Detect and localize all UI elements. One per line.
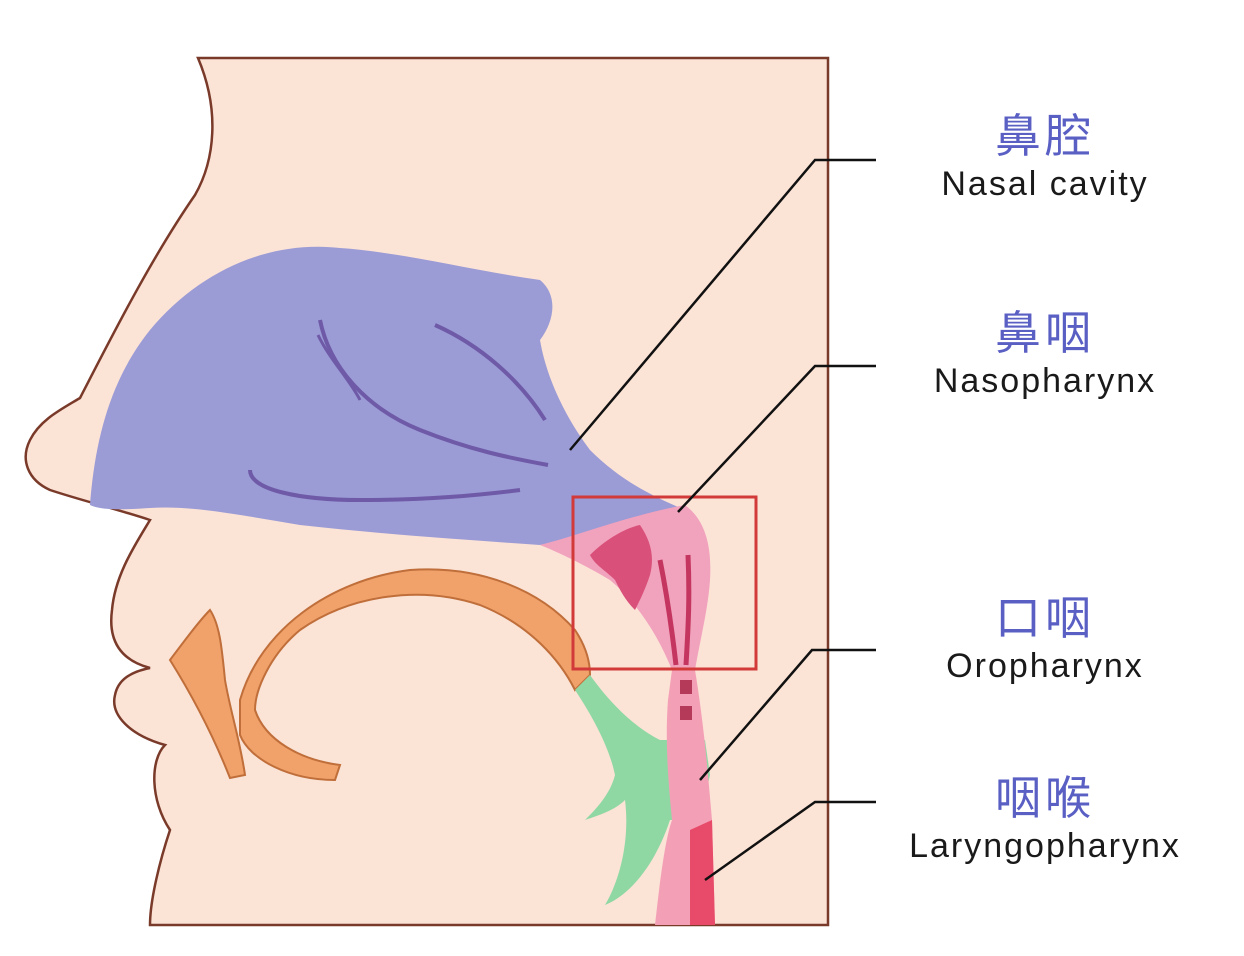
uvula-structure — [590, 525, 652, 610]
label-nasal-cavity: 鼻腔 Nasal cavity — [875, 108, 1215, 204]
label-nasopharynx-en: Nasopharynx — [933, 362, 1157, 400]
label-nasal-cavity-zh: 鼻腔 — [995, 109, 1095, 163]
nasal-turbinate-3 — [248, 469, 521, 503]
label-laryngopharynx: 咽喉 Laryngopharynx — [875, 770, 1215, 866]
leader-line-nasal-cavity — [569, 158, 876, 451]
label-oropharynx-zh: 口咽 — [995, 591, 1095, 645]
oropharynx-region — [575, 675, 710, 905]
label-nasopharynx-zh: 鼻咽 — [995, 306, 1095, 360]
lip-mandible — [168, 608, 247, 780]
nasal-turbinate-1 — [318, 319, 549, 467]
label-nasal-cavity-en: Nasal cavity — [941, 165, 1149, 203]
laryngopharynx-region — [690, 820, 715, 925]
leader-line-oropharynx — [699, 648, 876, 781]
leader-line-laryngopharynx — [704, 800, 876, 882]
larynx-marker-1 — [680, 680, 692, 694]
leader-line-nasopharynx — [677, 364, 876, 513]
label-oropharynx-en: Oropharynx — [946, 647, 1144, 685]
label-laryngopharynx-zh: 咽喉 — [995, 771, 1095, 825]
label-laryngopharynx-en: Laryngopharynx — [909, 827, 1181, 865]
nasal-cavity-region — [90, 246, 685, 545]
label-oropharynx: 口咽 Oropharynx — [875, 590, 1215, 686]
nasal-turbinate-2 — [434, 323, 547, 422]
tongue — [239, 568, 592, 782]
epiglottis-fold — [657, 554, 692, 666]
larynx-marker-2 — [680, 706, 692, 720]
label-nasopharynx: 鼻咽 Nasopharynx — [875, 305, 1215, 401]
nasal-turbinate-4 — [316, 334, 362, 401]
nasopharynx-highlight-box — [571, 495, 758, 671]
